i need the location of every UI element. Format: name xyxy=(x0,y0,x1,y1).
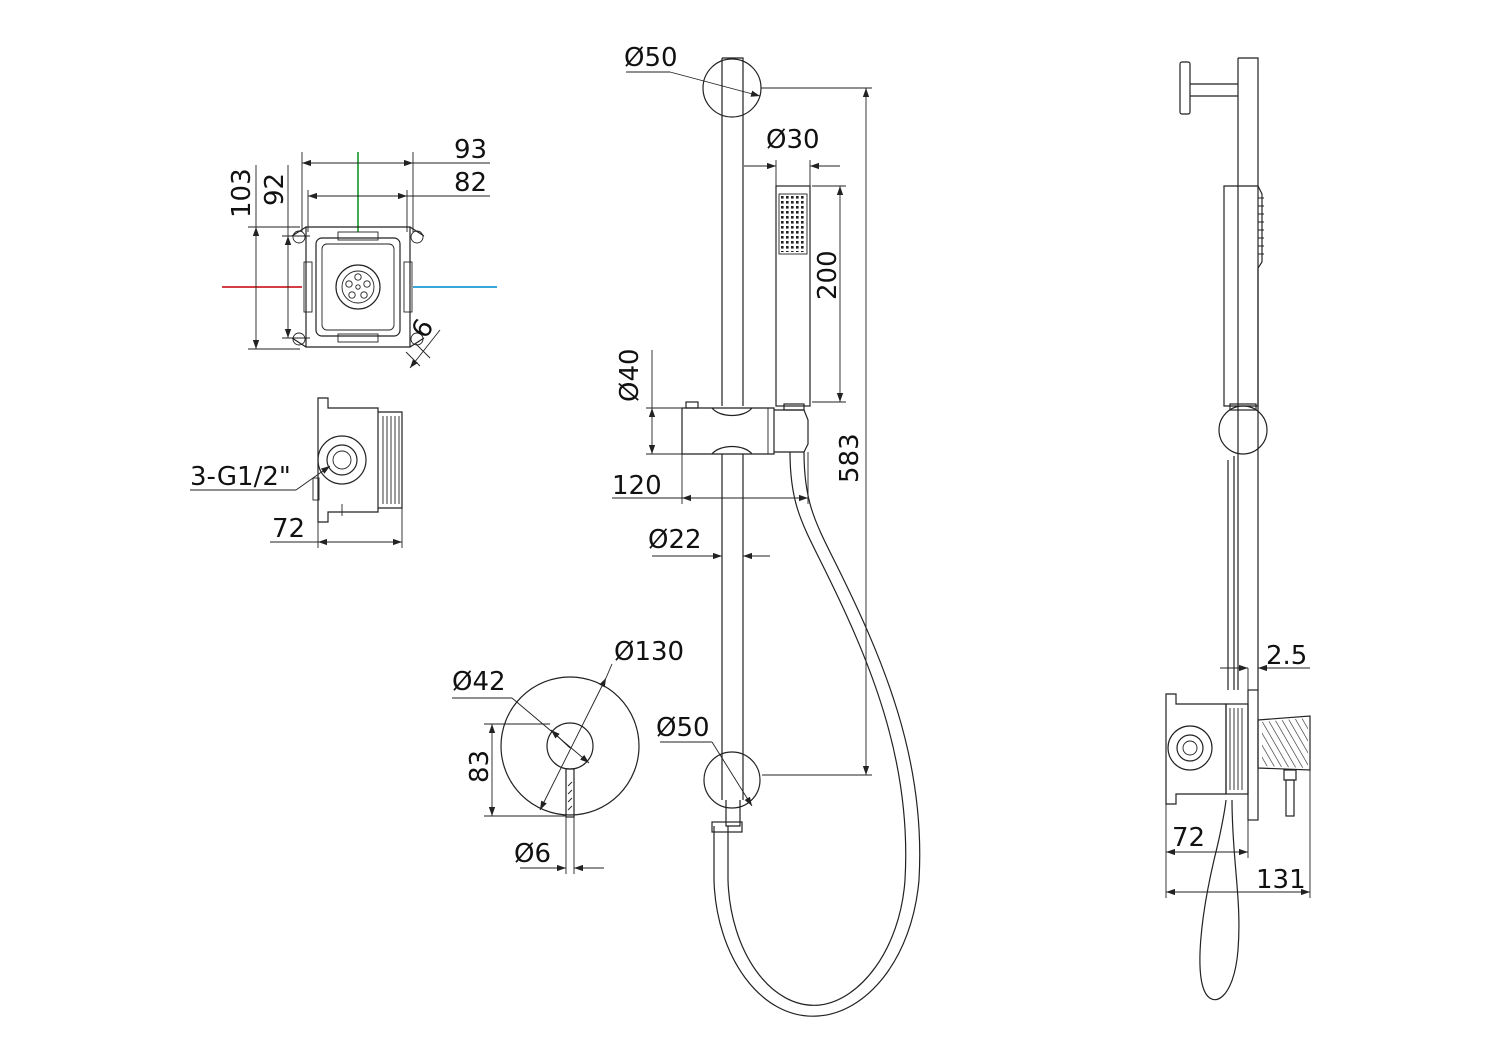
box-depth-label: 72 xyxy=(272,514,305,544)
side-gap-label: 2.5 xyxy=(1266,641,1307,671)
handle-knurl-pattern xyxy=(1262,718,1308,768)
shower-side-view: 2.5 72 131 xyxy=(1165,57,1311,1001)
side-box-depth-label: 72 xyxy=(1172,823,1205,853)
mixer-box-side-view: 3-G1/2" 72 xyxy=(190,397,403,548)
plate-diameter-label: Ø130 xyxy=(614,637,684,667)
spray-nozzle-pattern xyxy=(781,196,805,252)
box-width-outer-label: 93 xyxy=(454,135,487,165)
box-width-inner-label: 82 xyxy=(454,168,487,198)
plate-offset-label: 83 xyxy=(465,750,495,783)
handpiece-diameter-label: Ø30 xyxy=(766,125,820,155)
rail-diameter-label: Ø22 xyxy=(648,525,702,555)
side-total-depth-label: 131 xyxy=(1256,865,1306,895)
box-height-inner-label: 92 xyxy=(260,173,290,206)
holder-projection-label: 120 xyxy=(612,471,662,501)
wall-plate-view: Ø130 Ø42 83 Ø6 xyxy=(452,637,684,874)
bottom-bracket-diameter-label: Ø50 xyxy=(656,713,710,743)
handle-diameter-label: Ø42 xyxy=(452,667,506,697)
mixer-box-front-view: 93 82 103 92 6 xyxy=(222,135,497,369)
holder-diameter-label: Ø40 xyxy=(615,348,645,402)
box-height-outer-label: 103 xyxy=(227,168,257,218)
rail-length-label: 583 xyxy=(835,433,865,483)
top-bracket-diameter-label: Ø50 xyxy=(624,43,678,73)
shower-rail-front-view: Ø50 Ø30 200 Ø40 120 583 Ø22 Ø50 xyxy=(612,43,921,1017)
inlets-label: 3-G1/2" xyxy=(190,462,291,492)
lever-diameter-label: Ø6 xyxy=(514,839,551,869)
handpiece-length-label: 200 xyxy=(813,250,843,300)
